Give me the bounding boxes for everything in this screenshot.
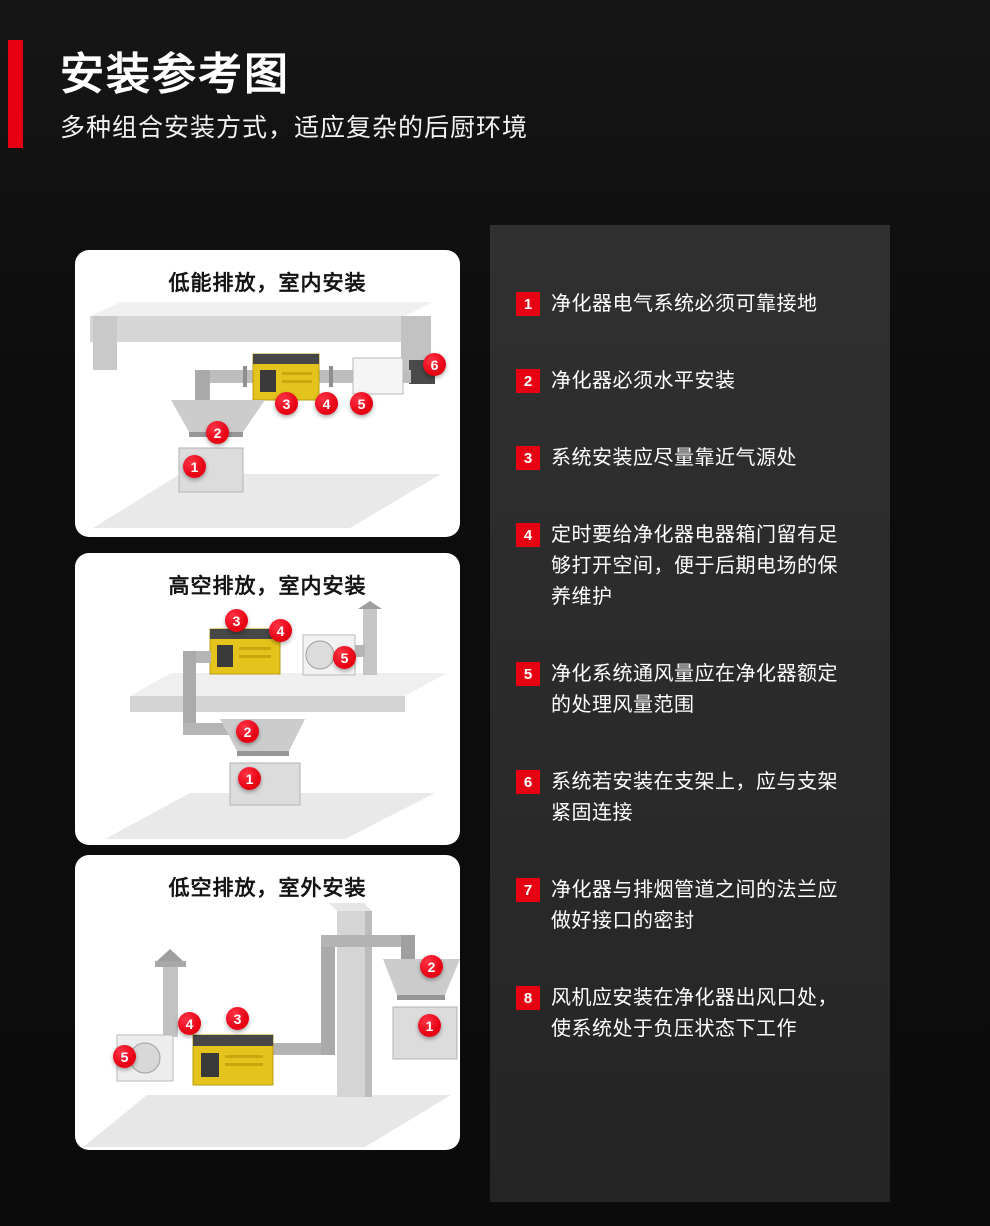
ground (83, 1095, 451, 1147)
diagram-panel-outdoor-low-emission: 低空排放，室外安装 (75, 855, 460, 1150)
floor (105, 793, 435, 839)
diagram-illustration-indoor-high (105, 601, 447, 839)
note-item: 4 定时要给净化器电器箱门留有足够打开空间，便于后期电场的保养维护 (516, 520, 846, 613)
note-text: 净化系统通风量应在净化器额定的处理风量范围 (551, 663, 838, 716)
note-item: 1 净化器电气系统必须可靠接地 (516, 289, 846, 320)
diagram3-marker-3: 3 (226, 1007, 249, 1030)
installation-notes-panel: 1 净化器电气系统必须可靠接地 2 净化器必须水平安装 3 系统安装应尽量靠近气… (490, 225, 890, 1202)
note-number-badge: 2 (516, 369, 540, 393)
upper-slab (130, 673, 447, 712)
diagram2-marker-2: 2 (236, 720, 259, 743)
diagram2-marker-3: 3 (225, 609, 248, 632)
note-item: 3 系统安装应尽量靠近气源处 (516, 443, 846, 474)
diagram2-marker-1: 1 (238, 767, 261, 790)
diagram3-marker-5: 5 (113, 1045, 136, 1068)
note-text: 系统若安装在支架上，应与支架紧固连接 (551, 771, 838, 824)
ceiling-beam (90, 302, 433, 374)
note-text: 系统安装应尽量靠近气源处 (551, 447, 797, 469)
diagram1-marker-3: 3 (275, 392, 298, 415)
fan-box (352, 357, 404, 395)
note-number-badge: 7 (516, 878, 540, 902)
note-number-badge: 8 (516, 986, 540, 1010)
purifier-unit (209, 628, 281, 675)
note-text: 定时要给净化器电器箱门留有足够打开空间，便于后期电场的保养维护 (551, 524, 838, 608)
diagram-panel-indoor-high-emission: 高空排放，室内安装 (75, 553, 460, 845)
diagram-panel-indoor-low-emission: 低能排放，室内安装 (75, 250, 460, 537)
note-number-badge: 3 (516, 446, 540, 470)
diagram3-marker-1: 1 (418, 1014, 441, 1037)
exhaust-hood (220, 719, 305, 756)
note-text: 净化器电气系统必须可靠接地 (551, 293, 818, 315)
diagram2-marker-5: 5 (333, 646, 356, 669)
diagram1-marker-6: 6 (423, 353, 446, 376)
note-item: 7 净化器与排烟管道之间的法兰应做好接口的密封 (516, 875, 846, 937)
roof-stack (353, 601, 382, 675)
diagram1-marker-1: 1 (183, 455, 206, 478)
diagram1-marker-5: 5 (350, 392, 373, 415)
wall (329, 903, 372, 1097)
diagram-title: 低能排放，室内安装 (168, 272, 367, 295)
page-subtitle: 多种组合安装方式，适应复杂的后厨环境 (60, 114, 529, 142)
riser-duct (271, 935, 415, 1055)
note-number-badge: 5 (516, 662, 540, 686)
diagram-title: 低空排放，室外安装 (168, 877, 367, 900)
note-number-badge: 1 (516, 292, 540, 316)
note-item: 5 净化系统通风量应在净化器额定的处理风量范围 (516, 659, 846, 721)
chimney-stack (155, 949, 186, 1037)
diagram-title: 高空排放，室内安装 (168, 575, 367, 598)
accent-bar (8, 40, 23, 148)
purifier-unit (192, 1034, 274, 1086)
diagram-illustration-outdoor-low (83, 903, 460, 1147)
note-text: 风机应安装在净化器出风口处，使系统处于负压状态下工作 (551, 987, 838, 1040)
note-number-badge: 4 (516, 523, 540, 547)
diagram3-marker-2: 2 (420, 955, 443, 978)
note-item: 6 系统若安装在支架上，应与支架紧固连接 (516, 767, 846, 829)
note-item: 2 净化器必须水平安装 (516, 366, 846, 397)
floor (93, 474, 441, 528)
note-number-badge: 6 (516, 770, 540, 794)
diagram1-marker-2: 2 (206, 421, 229, 444)
diagram3-marker-4: 4 (178, 1012, 201, 1035)
note-text: 净化器与排烟管道之间的法兰应做好接口的密封 (551, 879, 838, 932)
note-text: 净化器必须水平安装 (551, 370, 736, 392)
page-title: 安装参考图 (60, 50, 290, 99)
diagram2-marker-4: 4 (269, 619, 292, 642)
diagram1-marker-4: 4 (315, 392, 338, 415)
note-item: 8 风机应安装在净化器出风口处，使系统处于负压状态下工作 (516, 983, 846, 1045)
diagram-illustration-indoor-low (90, 302, 441, 528)
